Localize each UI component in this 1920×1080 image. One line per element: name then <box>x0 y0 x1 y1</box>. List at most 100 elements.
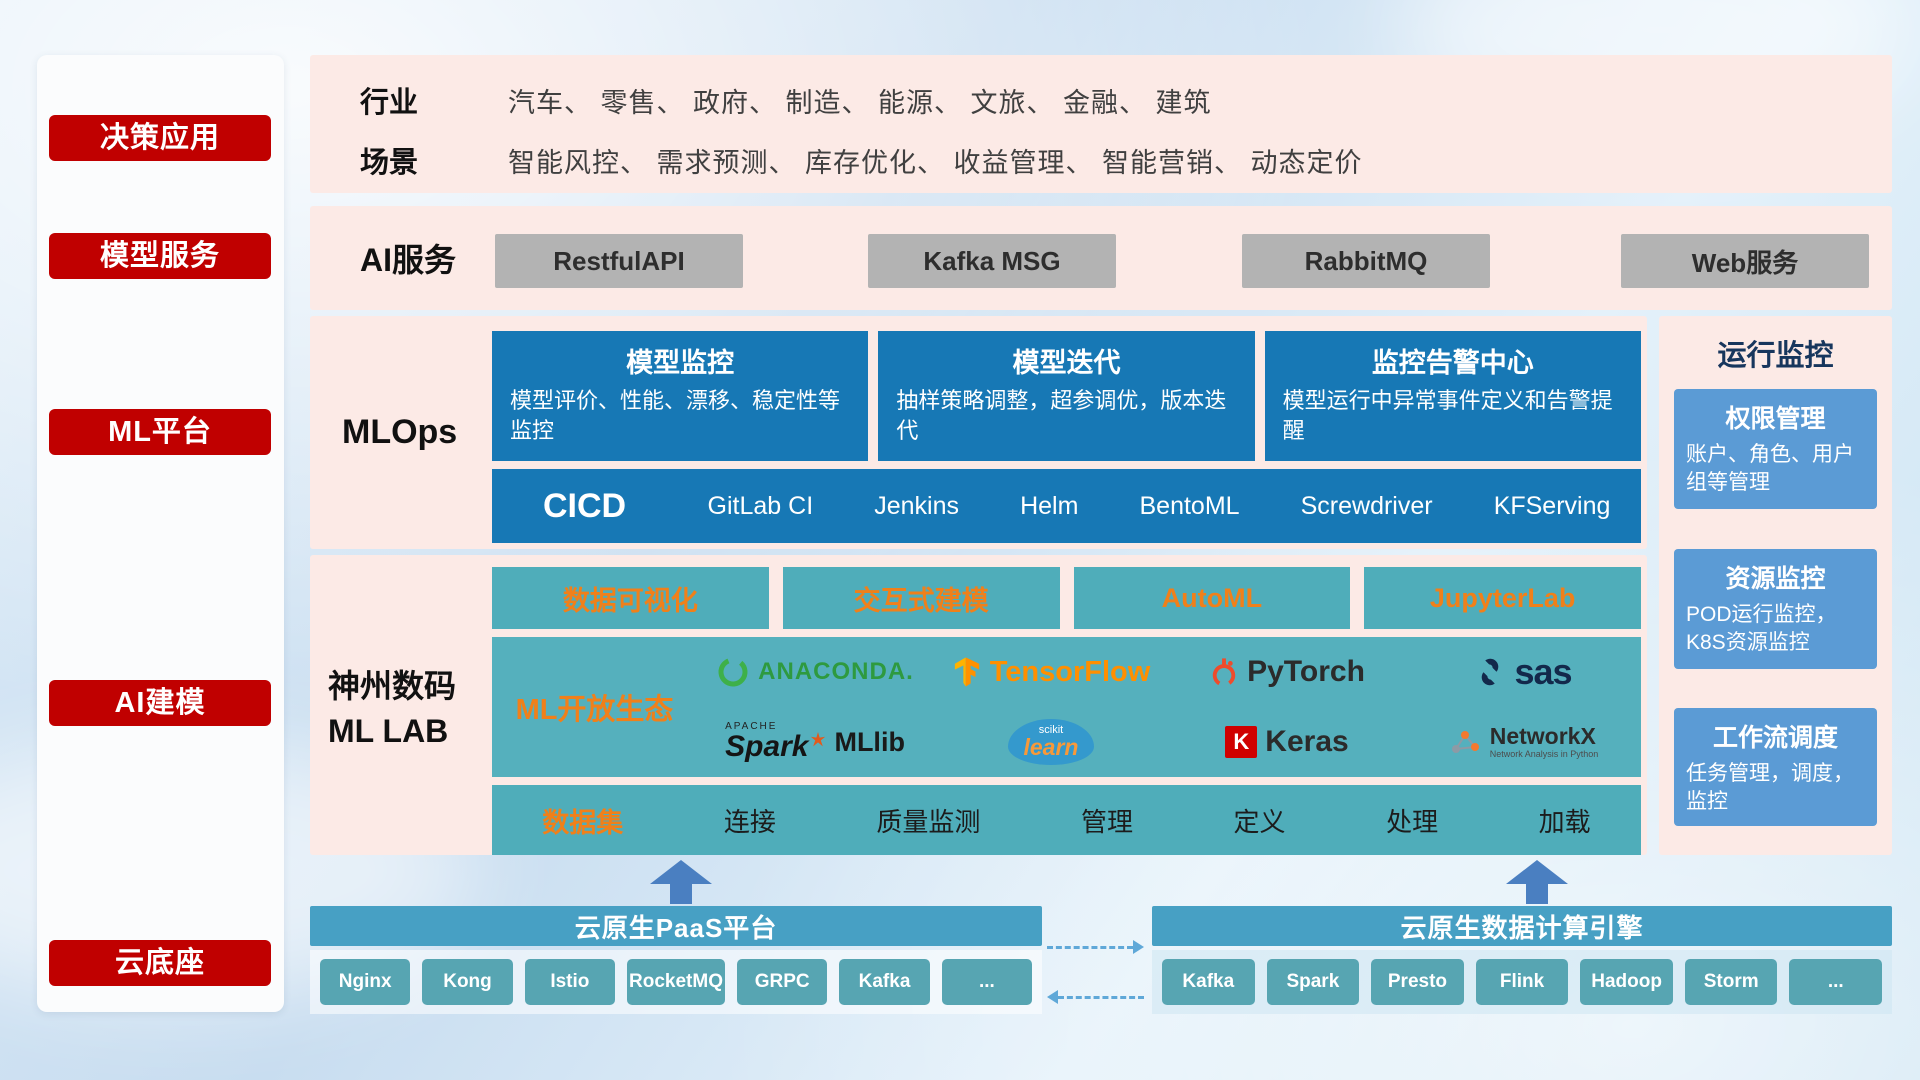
scikit-learn-icon: scikit learn <box>1008 719 1094 765</box>
sidebar-item-ai-modeling[interactable]: AI建模 <box>49 680 271 726</box>
ai-service-panel: AI服务 RestfulAPI Kafka MSG RabbitMQ Web服务 <box>310 206 1892 310</box>
card-desc: POD运行监控，K8S资源监控 <box>1686 603 1837 655</box>
sidebar-item-cloud-base[interactable]: 云底座 <box>49 940 271 986</box>
dataset-item-quality: 质量监测 <box>876 806 981 837</box>
dataset-item-load: 加载 <box>1538 806 1591 837</box>
alert-center-card: 监控告警中心 模型运行中异常事件定义和告警提醒 <box>1264 331 1641 461</box>
scikit-label: scikit <box>1038 724 1064 736</box>
sidebar-item-decision-apps[interactable]: 决策应用 <box>49 115 271 161</box>
category-sidebar: 决策应用 模型服务 ML平台 AI建模 云底座 <box>37 55 284 1012</box>
networkx-icon <box>1448 727 1482 757</box>
permission-management-card: 权限管理 账户、角色、用户组等管理 <box>1674 389 1877 509</box>
workflow-scheduling-card: 工作流调度 任务管理，调度，监控 <box>1674 708 1877 826</box>
ml-ecosystem-label: ML开放生态 <box>515 694 674 726</box>
more-chip[interactable]: ... <box>941 959 1033 1005</box>
flink-chip[interactable]: Flink <box>1475 959 1569 1005</box>
cicd-items: GitLab CI Jenkins Helm BentoML Screwdriv… <box>677 492 1641 521</box>
card-desc: 任务管理，调度，监控 <box>1686 762 1854 814</box>
nginx-chip[interactable]: Nginx <box>320 959 411 1005</box>
industry-value: 汽车、 零售、 政府、 制造、 能源、 文旅、 金融、 建筑 <box>508 88 1212 118</box>
kafka-msg-button[interactable]: Kafka MSG <box>868 234 1116 288</box>
mllab-title-line1: 神州数码 <box>328 667 457 704</box>
web-service-button[interactable]: Web服务 <box>1621 234 1869 288</box>
spark-chip[interactable]: Spark <box>1266 959 1360 1005</box>
cicd-item-helm: Helm <box>1020 491 1079 520</box>
kafka2-chip[interactable]: Kafka <box>1162 959 1255 1005</box>
interactive-modeling-button[interactable]: 交互式建模 <box>782 567 1060 629</box>
spark-wordmark: APACHE Spark <box>725 722 826 762</box>
spark-mllib-logo: APACHE Spark MLlib <box>697 722 933 762</box>
run-monitoring-title: 运行监控 <box>1717 340 1834 372</box>
storm-chip[interactable]: Storm <box>1684 959 1778 1005</box>
mlops-cards-row: 模型监控 模型评价、性能、漂移、稳定性等监控 模型迭代 抽样策略调整，超参调优，… <box>492 331 1641 461</box>
dashed-arrow-left-icon <box>1047 990 1144 1004</box>
resource-monitoring-card: 资源监控 POD运行监控，K8S资源监控 <box>1674 549 1877 669</box>
keras-icon: K <box>1225 726 1258 758</box>
sidebar-item-ml-platform[interactable]: ML平台 <box>49 409 271 455</box>
dataset-item-define: 定义 <box>1233 806 1286 837</box>
grpc-chip[interactable]: GRPC <box>737 959 828 1005</box>
card-desc: 抽样策略调整，超参调优，版本迭代 <box>896 388 1227 443</box>
restfulapi-button[interactable]: RestfulAPI <box>495 234 743 288</box>
cicd-item-bentoml: BentoML <box>1139 491 1240 520</box>
scikit-learn-logo: scikit learn <box>933 719 1169 765</box>
hadoop-chip[interactable]: Hadoop <box>1580 959 1673 1005</box>
spark-label: Spark <box>725 730 809 763</box>
spark-star-icon <box>810 732 826 748</box>
tensorflow-logo: TensorFlow <box>933 655 1169 689</box>
pytorch-icon <box>1209 655 1239 689</box>
up-arrow-icon <box>650 860 712 906</box>
tensorflow-label: TensorFlow <box>989 655 1151 688</box>
jupyterlab-button[interactable]: JupyterLab <box>1364 567 1641 629</box>
rabbitmq-button[interactable]: RabbitMQ <box>1242 234 1490 288</box>
model-monitoring-card: 模型监控 模型评价、性能、漂移、稳定性等监控 <box>492 331 869 461</box>
mlops-panel: MLOps 模型监控 模型评价、性能、漂移、稳定性等监控 模型迭代 抽样策略调整… <box>310 316 1647 549</box>
sas-label: sas <box>1514 651 1572 692</box>
sidebar-item-model-service[interactable]: 模型服务 <box>49 233 271 279</box>
automl-button[interactable]: AutoML <box>1073 567 1351 629</box>
paas-platform-header: 云原生PaaS平台 <box>310 906 1042 946</box>
dataset-item-connect: 连接 <box>723 806 776 837</box>
more2-chip[interactable]: ... <box>1789 959 1883 1005</box>
cicd-bar: CICD GitLab CI Jenkins Helm BentoML Scre… <box>492 469 1641 543</box>
anaconda-logo: ANACONDA. <box>697 655 933 689</box>
mllab-title: 神州数码 ML LAB <box>328 555 493 855</box>
anaconda-label: ANACONDA. <box>758 658 914 685</box>
data-engine-header: 云原生数据计算引擎 <box>1152 906 1892 946</box>
mllib-label: MLlib <box>834 726 905 757</box>
mllab-panel: 神州数码 ML LAB 数据可视化 交互式建模 AutoML JupyterLa… <box>310 555 1647 855</box>
card-title: 工作流调度 <box>1712 724 1838 752</box>
cicd-label: CICD <box>542 486 627 525</box>
mllab-tools-row: 数据可视化 交互式建模 AutoML JupyterLab <box>492 567 1641 629</box>
presto-chip[interactable]: Presto <box>1371 959 1464 1005</box>
kong-chip[interactable]: Kong <box>422 959 513 1005</box>
dataset-item-process: 处理 <box>1386 806 1439 837</box>
istio-chip[interactable]: Istio <box>524 959 616 1005</box>
dataset-row: 数据集 连接 质量监测 管理 定义 处理 加载 <box>492 785 1641 855</box>
paas-platform-title: 云原生PaaS平台 <box>574 912 778 943</box>
run-monitoring-panel: 运行监控 权限管理 账户、角色、用户组等管理 资源监控 POD运行监控，K8S资… <box>1659 316 1892 855</box>
card-title: 资源监控 <box>1725 565 1826 593</box>
data-visualization-button[interactable]: 数据可视化 <box>492 567 769 629</box>
ecosystem-logo-grid: ANACONDA. TensorFlow PyTorch <box>697 637 1641 777</box>
up-arrow-icon <box>1506 860 1568 906</box>
dataset-item-manage: 管理 <box>1080 806 1133 837</box>
card-title: 模型监控 <box>626 348 735 378</box>
dashed-arrow-right-icon <box>1047 940 1144 954</box>
card-title: 权限管理 <box>1725 405 1826 433</box>
rocketmq-chip[interactable]: RocketMQ <box>627 959 725 1005</box>
industry-label: 行业 <box>360 87 419 119</box>
kafka-chip[interactable]: Kafka <box>839 959 930 1005</box>
card-desc: 模型评价、性能、漂移、稳定性等监控 <box>510 388 841 443</box>
model-iteration-card: 模型迭代 抽样策略调整，超参调优，版本迭代 <box>878 331 1255 461</box>
cicd-item-screwdriver: Screwdriver <box>1300 491 1433 520</box>
sas-logo: sas <box>1405 651 1641 693</box>
cicd-item-jenkins: Jenkins <box>874 491 959 520</box>
card-title: 监控告警中心 <box>1371 348 1534 378</box>
ml-ecosystem-band: ML开放生态 ANACONDA. TensorFlow <box>492 637 1641 777</box>
dataset-label: 数据集 <box>542 807 624 838</box>
data-engine-title: 云原生数据计算引擎 <box>1400 912 1644 943</box>
card-desc: 模型运行中异常事件定义和告警提醒 <box>1282 388 1613 443</box>
card-desc: 账户、角色、用户组等管理 <box>1686 443 1854 495</box>
